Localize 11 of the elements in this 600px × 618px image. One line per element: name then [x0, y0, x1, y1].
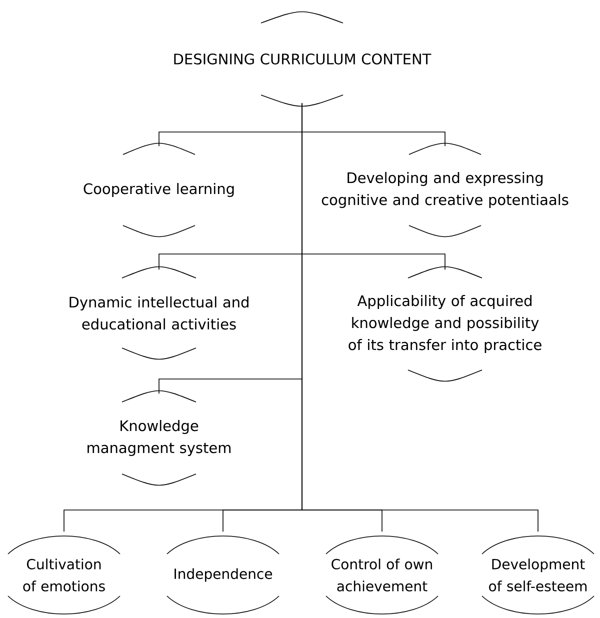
scroll-box: Knowledge managment system: [88, 390, 230, 486]
oval-box: Independence: [166, 536, 280, 614]
oval-box: Control of own achievement: [326, 536, 438, 614]
scroll-box: Cooperative learning: [84, 142, 234, 238]
oval-box: Cultivation of emotions: [8, 536, 120, 614]
oval-box: Development of self-esteem: [482, 536, 594, 614]
connector: [302, 103, 538, 532]
scroll-box: Developing and expressing cognitive and creative potentiaals: [322, 142, 568, 238]
scroll-box: DESIGNING CURRICULUM CONTENT: [174, 11, 432, 107]
scroll-box: Applicability of acquired knowledge and possibility of its transfer into practice: [348, 266, 542, 382]
scroll-box: Dynamic intellectual and educational activities: [70, 266, 248, 360]
